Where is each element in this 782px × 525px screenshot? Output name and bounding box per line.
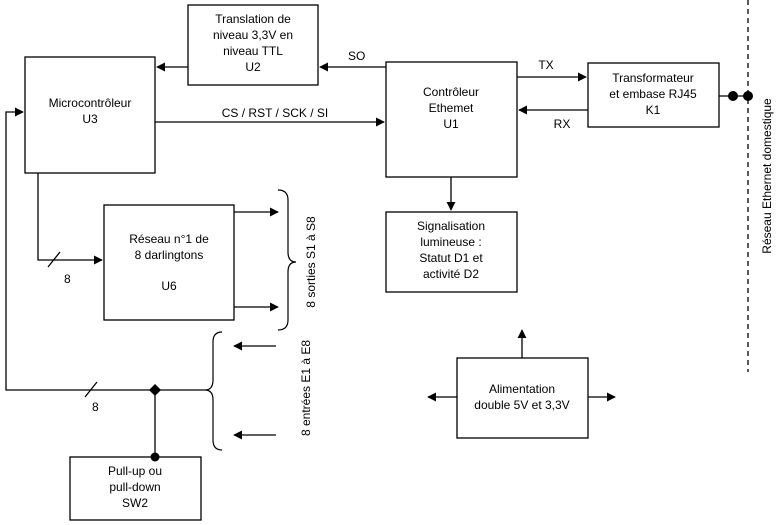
u3-line-1: Microcontrôleur	[49, 96, 132, 110]
sw2-line-1: Pull-up ou	[108, 464, 162, 478]
u1-line-3: U1	[443, 117, 459, 131]
block-u2-level-translator: Translation de niveau 3,3V en niveau TTL…	[187, 4, 319, 86]
rj45-node-left	[728, 91, 738, 101]
u6-line-1: Réseau n°1 de	[129, 232, 209, 246]
power-line-1: Alimentation	[489, 382, 555, 396]
u6-line-3: U6	[161, 279, 177, 293]
u2-line-2: niveau 3,3V en	[213, 28, 293, 42]
so-connection: SO	[156, 49, 386, 72]
signal-line-2: lumineuse :	[420, 235, 481, 249]
u3-line-2: U3	[82, 112, 98, 126]
rj45-node-right	[743, 91, 753, 101]
power-connections	[427, 329, 616, 402]
sw2-line-3: SW2	[122, 496, 148, 510]
so-label: SO	[348, 49, 365, 63]
block-u6-darlington-array: Réseau n°1 de 8 darlingtons U6	[103, 204, 235, 321]
outputs-label: 8 sorties S1 à S8	[304, 216, 318, 308]
u3-to-u6-bus-width: 8	[64, 272, 71, 286]
u2-line-3: niveau TTL	[223, 44, 283, 58]
sw2-terminal-node	[150, 452, 160, 462]
k1-line-1: Transformateur	[612, 71, 694, 85]
signal-line-1: Signalisation	[417, 219, 485, 233]
u3-to-u6-line	[37, 173, 103, 265]
block-u3-microcontroller: Microcontrôleur U3	[24, 56, 156, 174]
u1-line-2: Ethemet	[429, 101, 474, 115]
network-label: Réseau Ethernet domestique	[760, 98, 774, 254]
block-signal-leds: Signalisation lumineuse : Statut D1 et a…	[385, 211, 518, 293]
k1-line-2: et embase RJ45	[609, 87, 697, 101]
inputs-bus-width: 8	[92, 400, 99, 414]
u6-outputs: 8 sorties S1 à S8	[234, 189, 318, 331]
inputs-bus: 8 entrées E1 à E8 8	[5, 107, 313, 462]
u3-to-u6-bus: 8	[37, 173, 103, 286]
tx-label: TX	[538, 58, 553, 72]
block-u1-ethernet-controller: Contrôleur Ethemet U1	[385, 61, 518, 178]
inputs-brace	[204, 331, 223, 451]
spi-bus-label: CS / RST / SCK / SI	[222, 106, 328, 120]
inputs-label: 8 entrées E1 à E8	[299, 340, 313, 436]
u3-to-u6-bus-slash	[47, 251, 61, 268]
inputs-to-u3-line	[5, 107, 205, 391]
block-k1-transformer-rj45: Transformateur et embase RJ45 K1	[587, 62, 720, 128]
u2-line-1: Translation de	[215, 12, 291, 26]
ethernet-network-link: Réseau Ethernet domestique	[719, 0, 774, 372]
spi-bus-connection: CS / RST / SCK / SI	[155, 106, 385, 127]
k1-line-3: K1	[646, 103, 661, 117]
rx-connection: RX	[518, 105, 588, 131]
block-sw2-pull: Pull-up ou pull-down SW2	[69, 456, 202, 521]
u1-line-1: Contrôleur	[423, 85, 479, 99]
inputs-bus-slash	[84, 381, 98, 398]
outputs-brace	[277, 189, 297, 331]
block-power-supply: Alimentation double 5V et 3,3V	[456, 357, 589, 439]
sw2-line-2: pull-down	[109, 480, 160, 494]
u6-line-2: 8 darlingtons	[135, 248, 204, 262]
signal-line-3: Statut D1 et	[419, 251, 483, 265]
power-line-2: double 5V et 3,3V	[474, 398, 569, 412]
u2-line-4: U2	[245, 60, 261, 74]
rx-label: RX	[554, 117, 571, 131]
signal-line-4: activité D2	[423, 267, 479, 281]
tx-connection: TX	[517, 58, 587, 82]
